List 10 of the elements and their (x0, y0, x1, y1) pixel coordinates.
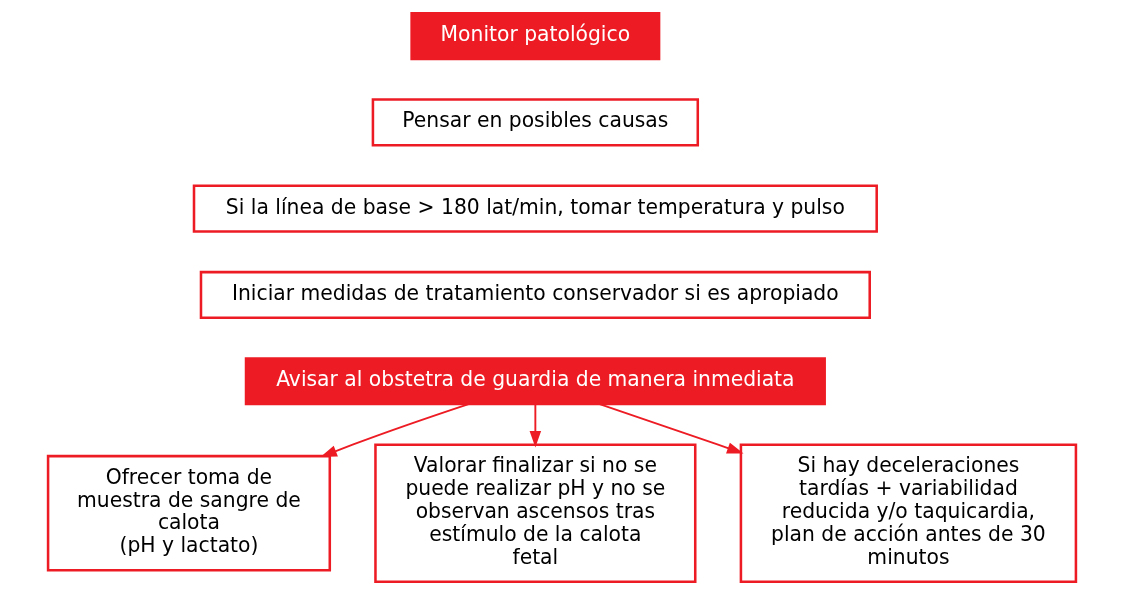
arrow (598, 403, 744, 454)
node-box: Monitor patológico (409, 12, 660, 61)
arrow (529, 403, 541, 448)
node-box: Avisar al obstetra de guardia de manera inmediata (244, 357, 826, 406)
node-box: Valorar finalizar si no se puede realizar pH y no se observan ascensos tras estímulo de la calota fetal (373, 443, 696, 583)
node-box: Si hay deceleraciones tardías + variabilidad reducida y/o taquicardia, plan de acción antes de 30 minutos (739, 443, 1077, 583)
node-box: Pensar en posibles causas (371, 98, 699, 147)
node-box: Iniciar medidas de tratamiento conservador si es apropiado (199, 270, 871, 320)
node-box: Si la línea de base > 180 lat/min, tomar temperatura y pulso (192, 184, 878, 233)
node-box: Ofrecer toma de muestra de sangre de calota (pH y lactato) (46, 454, 331, 572)
